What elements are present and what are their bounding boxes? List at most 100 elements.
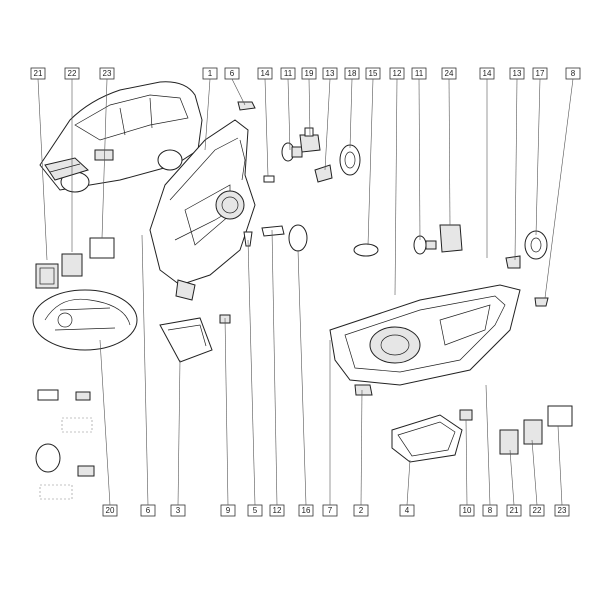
callout-top-12: 12 [389, 67, 405, 80]
callout-bottom-10: 10 [459, 504, 475, 517]
bracket-22-right [523, 419, 543, 445]
callout-label: 6 [146, 506, 151, 515]
callout-top-8: 8 [565, 67, 581, 80]
connector-13-right [505, 255, 521, 269]
fastener-8 [534, 297, 549, 307]
callout-bottom-21: 21 [506, 504, 522, 517]
leader-line [231, 78, 246, 106]
callout-label: 15 [369, 69, 378, 78]
callout-top-15: 15 [365, 67, 381, 80]
callout-label: 22 [533, 506, 542, 515]
callout-top-24: 24 [441, 67, 457, 80]
callout-top-11: 11 [280, 67, 296, 80]
leader-line [264, 78, 269, 177]
callout-top-23: 23 [99, 67, 115, 80]
bulb-11-right [413, 235, 437, 255]
callout-label: 13 [326, 69, 335, 78]
callout-top-13: 13 [322, 67, 338, 80]
leader-line [287, 78, 291, 151]
callout-top-11: 11 [411, 67, 427, 80]
leader-line [544, 78, 574, 299]
leader-line [367, 78, 374, 246]
callout-label: 12 [393, 69, 402, 78]
callout-label: 22 [68, 69, 77, 78]
leader-line [247, 239, 256, 506]
leader-line [514, 78, 518, 261]
leader-line [448, 78, 451, 226]
gasket-23-right [547, 405, 573, 427]
callout-label: 9 [226, 506, 231, 515]
callout-bottom-23: 23 [554, 504, 570, 517]
leader-line [535, 78, 541, 236]
callout-top-14: 14 [479, 67, 495, 80]
callout-label: 16 [302, 506, 311, 515]
leader-line [204, 78, 211, 151]
cap-17 [524, 230, 548, 260]
gasket-23-left [89, 237, 115, 259]
callout-top-14: 14 [257, 67, 273, 80]
bulb-holder-19 [299, 127, 321, 153]
leader-line [406, 459, 411, 506]
car-illustration [39, 81, 203, 193]
callout-label: 11 [415, 69, 424, 78]
callout-top-18: 18 [344, 67, 360, 80]
screw-6 [237, 101, 256, 111]
leader-line [141, 234, 149, 506]
leader-line [557, 425, 563, 506]
leader-line [297, 249, 307, 506]
callout-top-6: 6 [224, 67, 240, 80]
bracket-21-left [35, 263, 59, 289]
callout-top-17: 17 [532, 67, 548, 80]
callout-bottom-12: 12 [269, 504, 285, 517]
callout-bottom-8: 8 [482, 504, 498, 517]
leader-line [324, 78, 331, 171]
callout-label: 20 [106, 506, 115, 515]
leader-line [349, 78, 353, 149]
callout-label: 21 [510, 506, 519, 515]
callout-bottom-22: 22 [529, 504, 545, 517]
leader-line [465, 419, 468, 506]
leader-line [101, 78, 108, 239]
callout-label: 19 [305, 69, 314, 78]
callout-label: 12 [273, 506, 282, 515]
callout-label: 8 [488, 506, 493, 515]
screw-5 [243, 231, 253, 247]
callout-label: 23 [558, 506, 567, 515]
bulb-11 [281, 142, 303, 162]
bracket-22-left [61, 253, 83, 277]
callout-label: 21 [34, 69, 43, 78]
callout-label: 13 [513, 69, 522, 78]
callout-top-19: 19 [301, 67, 317, 80]
callout-label: 4 [405, 506, 410, 515]
callout-label: 5 [253, 506, 258, 515]
top-callout-row: 21 22 23 1 6 14 11 19 13 18 15 12 11 24 14 13 17 8 [30, 67, 581, 80]
connector-13 [314, 164, 333, 183]
leader-line [418, 78, 421, 241]
leader-line [177, 359, 181, 506]
callout-bottom-20: 20 [102, 504, 118, 517]
ring-15 [353, 243, 379, 257]
callout-bottom-7: 7 [322, 504, 338, 517]
leader-line [509, 449, 515, 506]
callout-label: 24 [445, 69, 454, 78]
callout-top-1: 1 [202, 67, 218, 80]
callout-top-22: 22 [64, 67, 80, 80]
bulb-12-left [261, 225, 285, 237]
headlamp-front-assembly [329, 284, 521, 396]
callout-label: 11 [284, 69, 293, 78]
callout-label: 7 [328, 506, 333, 515]
control-module-3 [159, 314, 231, 363]
leader-line [37, 78, 48, 261]
cap-18 [339, 144, 361, 176]
lamp-unit-20 [32, 289, 138, 351]
callout-label: 14 [261, 69, 270, 78]
callout-label: 1 [208, 69, 213, 78]
leader-line [531, 439, 538, 506]
callout-top-13: 13 [509, 67, 525, 80]
leader-line [308, 78, 311, 136]
leader-line [271, 229, 278, 506]
callout-label: 10 [463, 506, 472, 515]
callout-label: 6 [230, 69, 235, 78]
socket-24 [439, 224, 463, 253]
